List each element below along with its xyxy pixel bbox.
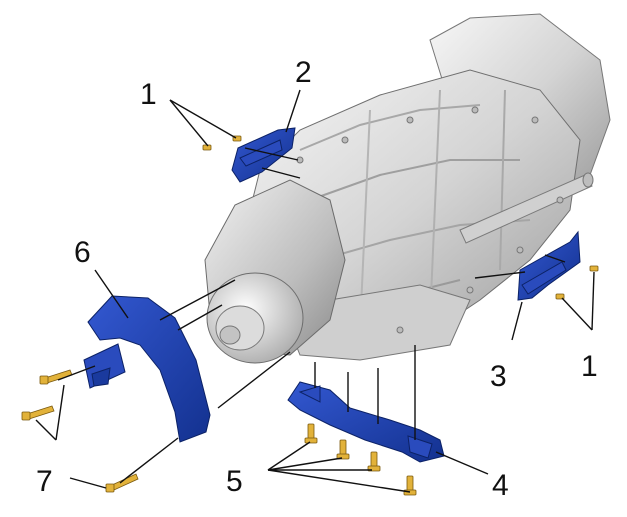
leader-lines — [35, 89, 595, 493]
bolt-icon — [304, 423, 318, 444]
callout-4: 4 — [492, 469, 509, 502]
bolt-icon — [403, 475, 417, 496]
callout-1-right: 1 — [581, 350, 598, 383]
bolt-icon — [336, 439, 350, 460]
callout-5: 5 — [226, 465, 243, 498]
callout-labels: 1 2 6 3 1 7 5 4 — [36, 56, 598, 502]
callout-6: 6 — [74, 236, 91, 269]
bracket-bottom — [287, 381, 445, 463]
bolt-icon — [555, 293, 565, 300]
transmission-housing — [204, 13, 611, 364]
flywheel-cover — [83, 295, 211, 443]
bolt-icon — [21, 405, 55, 421]
bolt-icon — [105, 473, 139, 493]
bracket-right — [517, 230, 581, 301]
callout-3: 3 — [490, 360, 507, 393]
callout-2: 2 — [295, 56, 312, 89]
callout-1-top: 1 — [140, 78, 157, 111]
bracket-top — [231, 127, 296, 183]
bolt-icon — [367, 451, 381, 472]
callout-7: 7 — [36, 465, 53, 498]
bolt-icon — [589, 265, 599, 272]
